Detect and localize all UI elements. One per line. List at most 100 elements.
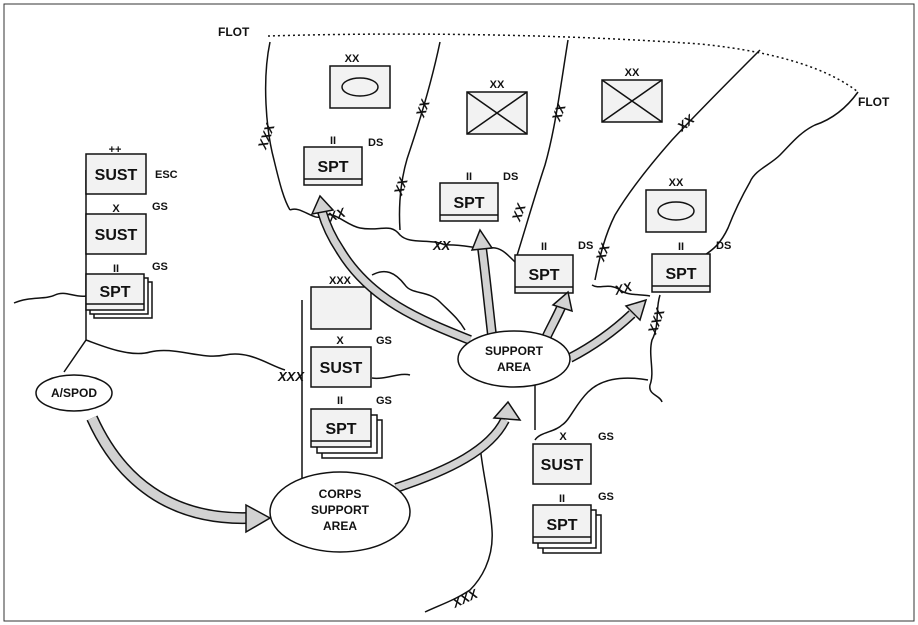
arrowhead	[245, 503, 272, 534]
unit-sust-esc: ++ SUST ESC	[85, 144, 178, 195]
echelon-label: XX	[625, 67, 640, 79]
echelon-label: II	[559, 493, 565, 505]
boundary-label-xx-1: XX	[412, 96, 433, 120]
unit-sust-gs-middle: X SUST GS	[310, 335, 392, 388]
flot-line	[267, 33, 859, 93]
boundary-labels: XXX XX XX XX XX XX XX XX XX XX XXX XXX X…	[254, 96, 698, 611]
echelon-label: XX	[669, 177, 684, 189]
boundary-lines	[13, 39, 859, 613]
unit-spt-ds-4: II SPT DS	[651, 240, 731, 293]
boundary-label-xx-2: XX	[390, 174, 411, 198]
role-label: GS	[598, 431, 614, 443]
boundary-label-xx-8: XX	[592, 240, 613, 264]
boundary-label-xx-5: XX	[548, 100, 569, 124]
role-label: DS	[368, 137, 383, 149]
boundary-label-xxx-1: XXX	[254, 120, 278, 152]
echelon-label: X	[559, 431, 567, 443]
unit-division-1: XX	[329, 53, 391, 109]
corps-support-label-2: SUPPORT	[311, 503, 370, 517]
unit-division-2: XX	[466, 79, 528, 135]
armor-icon	[341, 77, 379, 97]
armor-icon	[657, 201, 695, 221]
unit-spt-gs-middle: II SPT GS	[310, 395, 392, 459]
echelon-label: XX	[490, 79, 505, 91]
unit-frame	[310, 346, 372, 388]
arrowhead	[624, 298, 648, 322]
echelon-label: XX	[345, 53, 360, 65]
unit-division-4: XX	[645, 177, 707, 233]
support-area-label-2: AREA	[497, 360, 531, 374]
role-label: DS	[578, 240, 593, 252]
role-label: GS	[376, 395, 392, 407]
division-frame	[645, 189, 707, 233]
echelon-label: II	[337, 395, 343, 407]
boundary-label-xxx-3: XXX	[277, 369, 305, 384]
unit-label: SPT	[325, 421, 356, 438]
boundary-label-xx-6: XX	[508, 200, 529, 224]
unit-label: SPT	[453, 195, 484, 212]
unit-division-3: XX	[601, 67, 663, 123]
unit-spt-gs-left: II SPT GS	[85, 261, 168, 319]
unit-label: SUST	[541, 457, 584, 474]
unit-frame	[85, 153, 147, 195]
unit-label: SPT	[546, 517, 577, 534]
role-label: GS	[376, 335, 392, 347]
aspod-label: A/SPOD	[51, 386, 97, 400]
aspod-ellipse	[35, 374, 113, 412]
diagram-frame	[3, 3, 915, 622]
arrowhead	[492, 400, 522, 421]
boundary-label-xx-9: XX	[612, 279, 635, 299]
unit-frame	[532, 443, 592, 485]
support-area-label-1: SUPPORT	[485, 344, 544, 358]
echelon-label: ++	[109, 144, 122, 156]
role-label: ESC	[155, 169, 178, 181]
echelon-label: II	[678, 241, 684, 253]
echelon-label: XXX	[329, 275, 352, 287]
unit-label: SUST	[95, 227, 138, 244]
boundary-label-xxx-2: XXX	[644, 305, 668, 337]
unit-label: SPT	[528, 267, 559, 284]
unit-spt-ds-3: II SPT DS	[514, 240, 593, 294]
echelon-label: II	[541, 241, 547, 253]
arrowhead	[551, 290, 573, 313]
echelon-label: II	[113, 263, 119, 275]
corps-support-area: CORPS SUPPORT AREA	[269, 471, 411, 553]
echelon-label: X	[336, 335, 344, 347]
flot-label-left: FLOT	[218, 25, 250, 39]
boundary-label-xxx-4: XXX	[449, 586, 481, 612]
echelon-label: X	[112, 203, 120, 215]
unit-label: SPT	[665, 266, 696, 283]
unit-frame	[310, 286, 372, 330]
corps-support-ellipse	[269, 471, 411, 553]
unit-sust-gs-left: X SUST GS	[85, 201, 168, 255]
unit-sust-gs-right: X SUST GS	[532, 431, 614, 485]
role-label: GS	[152, 201, 168, 213]
flow-arrows	[86, 194, 648, 534]
unit-spt-ds-1: II SPT DS	[303, 135, 383, 186]
arrowhead	[470, 228, 494, 251]
unit-spt-gs-right: II SPT GS	[532, 491, 614, 554]
role-label: DS	[716, 240, 731, 252]
arrow-corps-to-support	[394, 417, 510, 493]
support-area: SUPPORT AREA	[457, 330, 571, 388]
echelon-label: II	[330, 135, 336, 147]
aspod-area: A/SPOD	[35, 374, 113, 412]
support-area-ellipse	[457, 330, 571, 388]
role-label: DS	[503, 171, 518, 183]
unit-label: SPT	[99, 284, 130, 301]
unit-label: SPT	[317, 159, 348, 176]
echelon-label: II	[466, 171, 472, 183]
role-label: GS	[598, 491, 614, 503]
infantry-icon	[466, 91, 528, 135]
corps-support-label-1: CORPS	[319, 487, 362, 501]
unit-label: SUST	[95, 167, 138, 184]
infantry-icon	[601, 79, 663, 123]
unit-corps-hq: XXX	[310, 275, 372, 330]
unit-frame	[85, 213, 147, 255]
role-label: GS	[152, 261, 168, 273]
corps-support-label-3: AREA	[323, 519, 357, 533]
boundary-label-xx-4: XX	[432, 238, 452, 253]
unit-spt-ds-2: II SPT DS	[439, 171, 518, 222]
arrowhead	[310, 194, 335, 216]
